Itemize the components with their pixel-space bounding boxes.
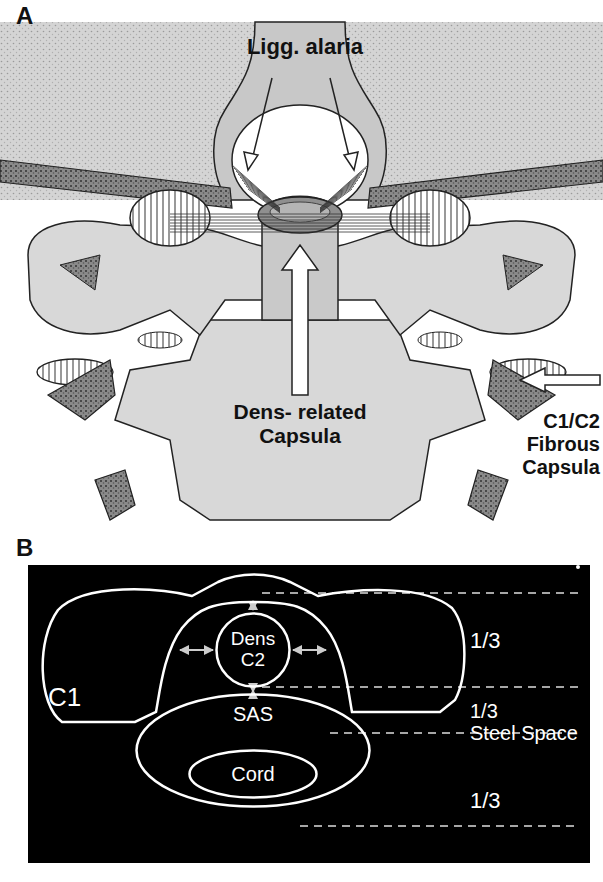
facet-joint [418,332,462,348]
double-arrow [293,649,326,651]
hollow-arrow [282,245,318,395]
dens-circle: Dens C2 [215,612,291,688]
annotation-label: C1/C2 Fibrous Capsula [500,410,600,479]
cut-section [48,360,115,420]
annotation-label: Steel Space [470,722,585,745]
annotation-label: 1/3 [470,628,550,653]
leader-arrow [244,78,358,170]
occipital-condyle [390,190,470,246]
panel-letter: A [16,2,56,30]
node-label: Dens C2 [220,629,286,671]
double-arrow [252,690,254,692]
subarachnoid-ellipse: SAS Cord [135,693,371,808]
panel-letter: B [16,534,56,562]
facet-joint [138,332,182,348]
cord-ellipse: Cord [188,749,318,799]
node-label: SAS [135,703,371,725]
annotation-label: 1/3 [470,700,550,723]
cut-section [60,255,100,290]
cut-section [468,470,508,520]
double-arrow [180,649,213,651]
annotation-label: Ligg. alaria [225,34,385,59]
node-label: C1 [48,683,81,712]
node-label: Cord [188,763,318,785]
panel-background [28,565,590,863]
dot [576,565,580,569]
occipital-condyle [130,190,210,246]
annotation-label: 1/3 [470,788,550,813]
annotation-label: Dens- related Capsula [222,400,378,448]
cut-section [503,255,543,290]
cut-section [95,470,135,520]
dashed-guide [262,593,580,826]
hollow-arrow [520,368,600,392]
ligament-fibres [170,165,430,232]
